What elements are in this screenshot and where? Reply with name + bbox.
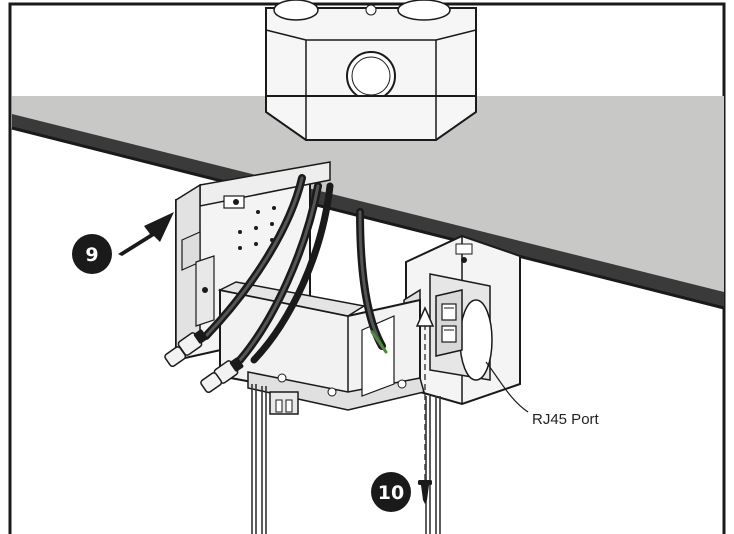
step-9-number: 9 xyxy=(85,244,98,266)
wire-nuts xyxy=(164,329,244,394)
screw-icon xyxy=(418,480,432,504)
rj45-callout: RJ45 Port xyxy=(485,361,600,428)
step-10-badge: 10 xyxy=(371,472,411,512)
ceiling xyxy=(11,96,725,310)
up-arrow-icon xyxy=(415,306,435,480)
power-cables xyxy=(202,174,388,364)
push-arrow-icon xyxy=(118,212,174,256)
step-9-badge: 9 xyxy=(72,234,112,274)
junction-box-lower xyxy=(265,95,477,141)
cable-grip xyxy=(269,391,299,415)
step-10-number: 10 xyxy=(378,482,404,504)
rj45-port-label: RJ45 Port xyxy=(532,411,600,428)
suspension-cables xyxy=(251,384,441,534)
rj45-port xyxy=(435,289,463,357)
